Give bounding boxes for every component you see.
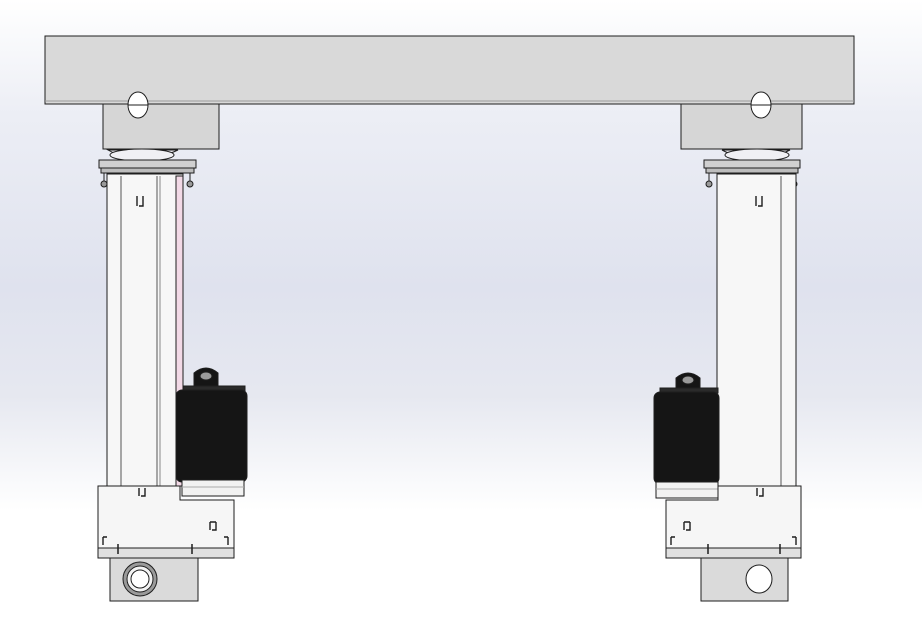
left-gearbox-housing [97,485,235,559]
left-top-mount-block [102,91,220,150]
right-linear-actuator [653,91,803,602]
top-crossbar [44,35,855,105]
right-top-mount-block [680,91,803,150]
right-bottom-mount-hole [745,564,773,594]
left-actuator-tube [106,173,184,487]
left-linear-actuator [97,91,248,602]
right-actuator-tube [716,173,797,487]
right-gearbox-housing [665,485,802,559]
right-bottom-mount-block [700,557,789,602]
left-motor [175,367,248,497]
left-rod-end [98,148,197,188]
left-bottom-mount-block [109,557,199,602]
right-rod-end [703,148,801,188]
right-motor [653,372,720,499]
